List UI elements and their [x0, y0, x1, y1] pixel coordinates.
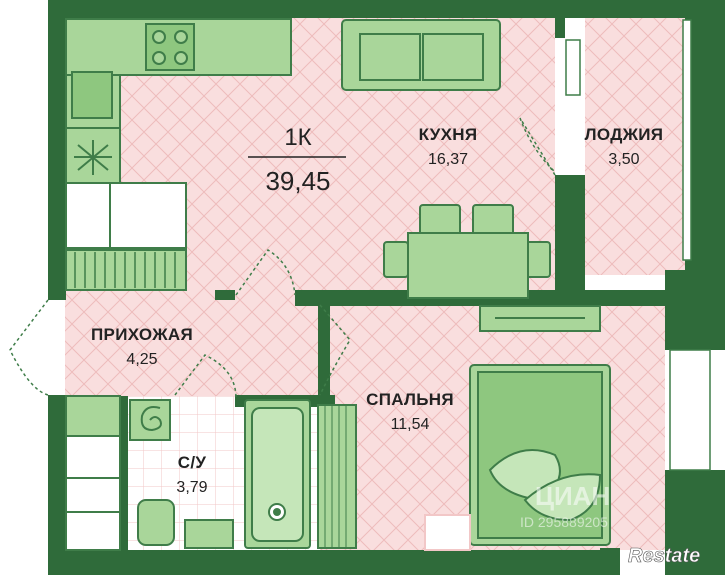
- loggia-windows: [565, 19, 692, 261]
- nightstand: [424, 514, 471, 551]
- bedroom-door: [319, 304, 351, 396]
- watermark-brand: Restate: [628, 545, 700, 567]
- dining-table: [383, 204, 551, 299]
- hallway-area: 4,25: [126, 351, 157, 368]
- shoe-rack: [65, 249, 187, 291]
- wardrobe: [65, 182, 187, 249]
- cooktop: [145, 23, 195, 71]
- burner-icon: [152, 30, 166, 44]
- doors: [9, 117, 556, 399]
- hallway-floor: [65, 293, 320, 396]
- bedroom-name: СПАЛЬНЯ: [366, 390, 454, 409]
- sink: [71, 71, 113, 119]
- burner-icon: [174, 30, 188, 44]
- burner-icon: [152, 51, 166, 65]
- bathroom-name: С/У: [178, 453, 207, 472]
- fridge-icon: [74, 140, 112, 175]
- bedroom-area: 11,54: [391, 416, 430, 433]
- bathroom-area: 3,79: [176, 479, 207, 496]
- loggia-door: [519, 117, 556, 176]
- watermark-id: ID 295889205: [520, 514, 608, 530]
- cabinet: [65, 435, 121, 551]
- loggia-name: ЛОДЖИЯ: [585, 125, 664, 144]
- bedroom-wardrobe: [317, 404, 357, 549]
- watermark: ЦИАН ID 295889205: [520, 481, 610, 530]
- burner-icon: [174, 51, 188, 65]
- kitchen-area: 16,37: [428, 151, 468, 168]
- kitchen-door: [235, 248, 296, 296]
- toilet: [137, 499, 175, 546]
- watermark-cian: ЦИАН: [535, 481, 610, 511]
- washbasin: [184, 519, 234, 549]
- bathroom-door: [174, 354, 237, 399]
- sofa: [341, 19, 501, 91]
- labels: 1К 39,45 КУХНЯ 16,37 ЛОДЖИЯ 3,50 ПРИХОЖА…: [91, 124, 663, 496]
- washer: [65, 395, 121, 437]
- bedroom-furniture: [317, 305, 611, 551]
- walls: [48, 0, 725, 575]
- hallway-name: ПРИХОЖАЯ: [91, 325, 193, 344]
- bathroom-fixtures: [65, 395, 311, 551]
- entrance-door: [9, 299, 49, 396]
- bedroom-window: [669, 349, 711, 471]
- kitchen-name: КУХНЯ: [419, 125, 478, 144]
- loggia-floor: [585, 18, 685, 275]
- total-area: 39,45: [265, 166, 330, 196]
- kitchen-units: [65, 18, 292, 291]
- spiral-icon: [140, 406, 162, 432]
- loggia-area: 3,50: [608, 151, 639, 168]
- apartment-type: 1К: [284, 124, 311, 151]
